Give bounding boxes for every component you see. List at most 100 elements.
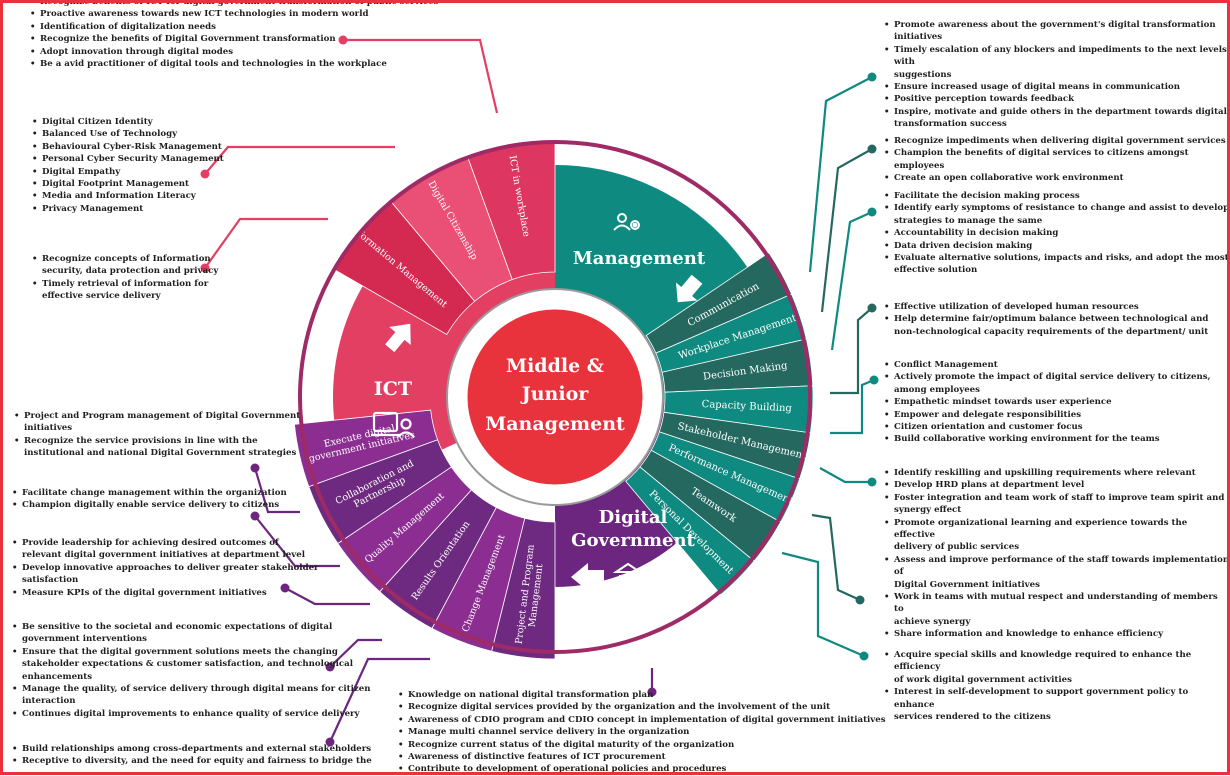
segment-personal-development <box>625 466 755 596</box>
segment-label-capacity-building: Capacity Building <box>701 399 792 414</box>
list-communication: Promote awareness about the government's… <box>882 19 1230 131</box>
outer-ring <box>298 140 812 654</box>
arrow-down-icon <box>675 274 703 303</box>
list-item: Be sensitive to the societal and economi… <box>12 621 371 646</box>
list-information-management: Recognize concepts of Informationsecurit… <box>30 253 218 303</box>
list-item: Balanced Use of Technology <box>32 128 224 141</box>
connector-line <box>204 145 395 175</box>
list-item: Contribute to development of operational… <box>398 763 886 776</box>
list-item: Work in teams with mutual respect and un… <box>884 591 1230 628</box>
digital-government-label-line2: Government <box>571 530 695 551</box>
list-item: Receptive to diversity, and the need for… <box>12 755 372 768</box>
list-item: Manage the quality, of service delivery … <box>12 683 371 708</box>
list-item: Recognize the benefits of Digital Govern… <box>30 33 438 46</box>
list-performance-management: Identify reskilling and upskilling requi… <box>882 467 1230 591</box>
center-title-line1: Middle & <box>506 355 604 377</box>
list-item: Interest in self-development to support … <box>884 686 1230 723</box>
list-workplace-management: Recognize impediments when delivering di… <box>882 135 1230 185</box>
list-item: Data driven decision making <box>884 240 1229 253</box>
list-item: Promote awareness about the government's… <box>884 19 1230 44</box>
list-item: Digital Footprint Management <box>32 178 224 191</box>
list-capacity-building: Effective utilization of developed human… <box>882 301 1208 338</box>
list-item: Develop HRD plans at department level <box>884 479 1230 492</box>
list-item: Project and Program management of Digita… <box>14 410 300 435</box>
list-item: Personal Cyber Security Management <box>32 153 224 166</box>
connector-line <box>820 148 873 313</box>
segment-execute-digital-government-initiatives <box>293 409 439 488</box>
list-item: Recognize benefits of ICT for digital go… <box>30 0 438 9</box>
connector-dot <box>869 375 879 385</box>
list-execute: Knowledge on national digital transforma… <box>396 689 886 776</box>
list-item: Evaluate alternative solutions, impacts … <box>884 252 1229 277</box>
center-title-line3: Management <box>485 413 625 435</box>
list-item: Timely escalation of any blockers and im… <box>884 44 1230 81</box>
list-item: Provide leadership for achieving desired… <box>12 537 319 562</box>
connector-line <box>253 467 300 514</box>
list-results-orientation: Provide leadership for achieving desired… <box>10 537 319 599</box>
connector-line <box>808 76 873 273</box>
rocket-arrow-icon <box>385 323 411 353</box>
list-item: Build collaborative working environment … <box>884 433 1211 446</box>
list-item: Manage multi channel service delivery in… <box>398 726 886 739</box>
list-item: Continues digital improvements to enhanc… <box>12 708 371 721</box>
list-item: Ensure increased usage of digital means … <box>884 81 1230 94</box>
list-item: Facilitate the decision making process <box>884 190 1229 203</box>
list-item: Identification of digitalization needs <box>30 21 438 34</box>
list-item: Champion the benefits of digital service… <box>884 147 1230 172</box>
connector-line <box>830 210 873 351</box>
connector-dot <box>859 651 869 661</box>
list-item: Foster integration and team work of staf… <box>884 492 1230 517</box>
list-item: Facilitate change management within the … <box>12 487 287 500</box>
list-teamwork: Work in teams with mutual respect and un… <box>882 591 1230 641</box>
list-stakeholder-management: Conflict ManagementActively promote the … <box>882 359 1211 446</box>
list-ict-workplace: Recognize benefits of ICT for digital go… <box>28 0 438 71</box>
list-item: Awareness of CDIO program and CDIO conce… <box>398 714 886 727</box>
connector-dot <box>855 595 865 605</box>
list-item: Recognize concepts of Informationsecurit… <box>32 253 218 278</box>
list-item: Develop innovative approaches to deliver… <box>12 562 319 587</box>
management-quadrant-label: Management <box>573 248 706 269</box>
list-item: Identify reskilling and upskilling requi… <box>884 467 1230 480</box>
list-item: Measure KPIs of the digital government i… <box>12 587 319 600</box>
list-item: Be a avid practitioner of digital tools … <box>30 58 438 71</box>
list-item: Accountability in decision making <box>884 227 1229 240</box>
government-building-icon <box>612 562 644 589</box>
list-item: Ensure that the digital government solut… <box>12 646 371 683</box>
list-item: Privacy Management <box>32 203 224 216</box>
computer-user-icon <box>371 411 415 438</box>
connector-dot <box>867 72 877 82</box>
list-item: Recognize the service provisions in line… <box>14 435 300 460</box>
list-item: Assess and improve performance of the st… <box>884 554 1230 591</box>
connector-line <box>830 307 873 395</box>
list-item: Acquire special skills and knowledge req… <box>884 649 1230 686</box>
list-item: Digital Empathy <box>32 166 224 179</box>
connector-dot <box>867 207 877 217</box>
list-item: Create an open collaborative work enviro… <box>884 172 1230 185</box>
list-quality-management: Be sensitive to the societal and economi… <box>10 621 371 721</box>
connector-line <box>781 551 865 658</box>
list-item: Champion digitally enable service delive… <box>12 499 287 512</box>
list-item: Recognize digital services provided by t… <box>398 701 886 714</box>
list-item: Empathetic mindset towards user experien… <box>884 396 1211 409</box>
list-item: Digital Citizen Identity <box>32 116 224 129</box>
list-item: Recognize impediments when delivering di… <box>884 135 1230 148</box>
connector-line <box>811 513 861 602</box>
list-item: Promote organizational learning and expe… <box>884 517 1230 554</box>
connector-dot <box>250 511 260 521</box>
list-item: Inspire, motivate and guide others in th… <box>884 106 1230 131</box>
list-item: Behavioural Cyber-Risk Management <box>32 141 224 154</box>
list-item: Actively promote the impact of digital s… <box>884 371 1211 396</box>
center-circle <box>462 304 648 490</box>
list-collaboration: Build relationships among cross-departme… <box>10 743 372 768</box>
list-item: Identify early symptoms of resistance to… <box>884 202 1229 227</box>
center-title-line2: Junior <box>520 383 590 405</box>
list-item: Conflict Management <box>884 359 1211 372</box>
digital-government-label-line1: Digital <box>599 507 668 528</box>
connector-dot <box>867 303 877 313</box>
list-item: Share information and knowledge to enhan… <box>884 628 1230 641</box>
list-item: Positive perception towards feedback <box>884 93 1230 106</box>
list-item: Citizen orientation and customer focus <box>884 421 1211 434</box>
list-decision-making: Facilitate the decision making processId… <box>882 190 1229 277</box>
